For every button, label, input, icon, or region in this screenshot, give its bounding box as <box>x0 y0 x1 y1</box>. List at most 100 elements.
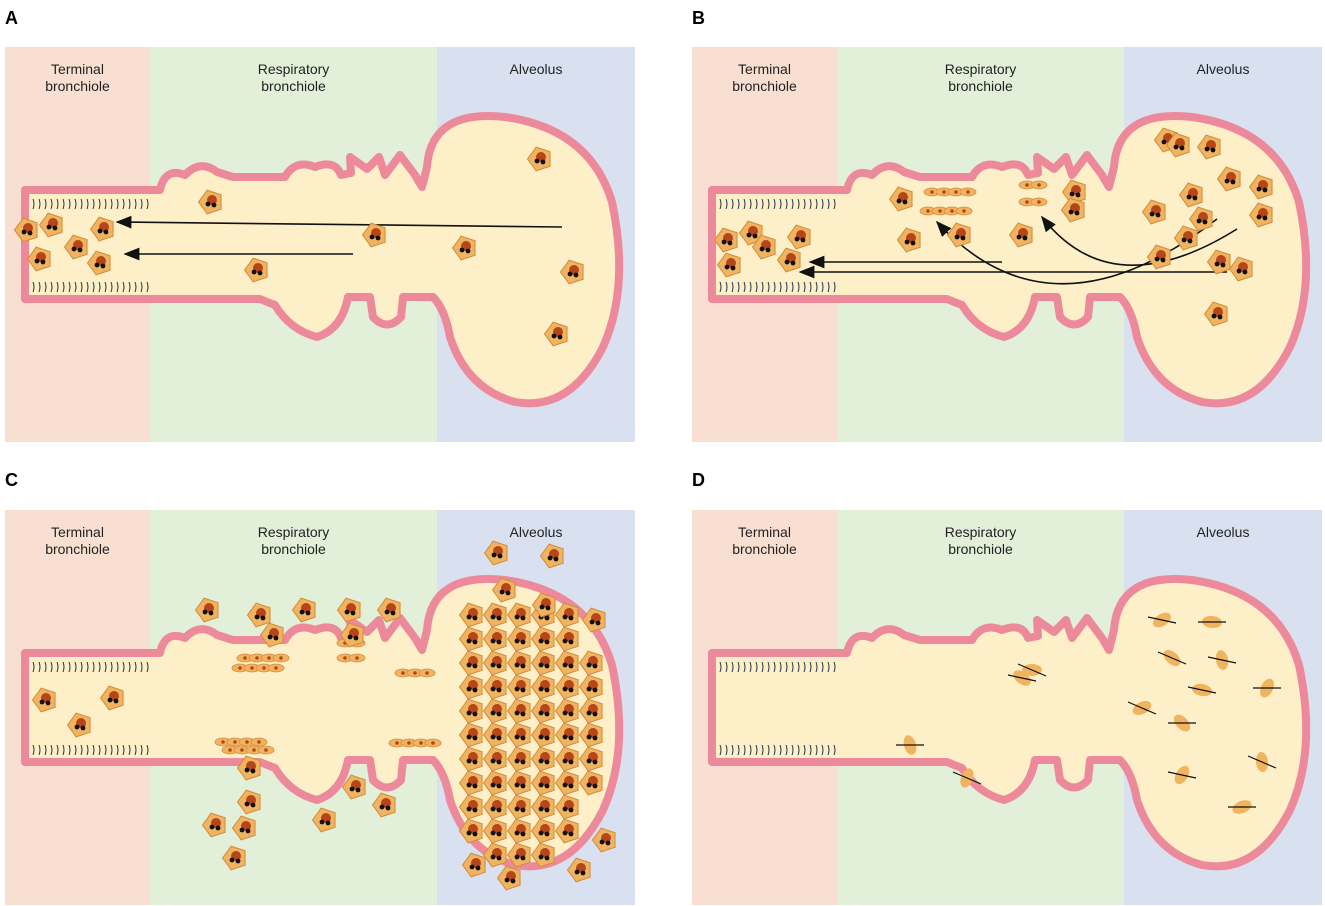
macrophage-cell <box>458 722 483 748</box>
macrophage-cell <box>13 217 38 243</box>
particle-dot <box>580 870 586 876</box>
particle-dot <box>592 783 598 789</box>
panel-label-d: D <box>692 470 705 490</box>
particle-dot <box>1217 314 1223 320</box>
particle-dot <box>544 855 550 861</box>
cilia <box>32 661 149 756</box>
particle-dot <box>538 830 544 836</box>
cilium <box>128 744 131 756</box>
particle-dot <box>254 614 260 620</box>
macrophage-cell <box>482 842 507 868</box>
macrophage-cell <box>461 852 486 878</box>
macrophage-cell <box>311 807 336 833</box>
cilium <box>725 744 728 756</box>
terminal-bronchiole-label: Terminal bronchiole <box>45 61 110 94</box>
particle-dot <box>902 199 908 205</box>
cilium <box>809 198 812 210</box>
cilium <box>140 744 143 756</box>
particle-dot <box>544 831 550 837</box>
macrophage-cell <box>530 722 555 748</box>
particle-dot <box>586 782 592 788</box>
fiber-line <box>1167 771 1197 779</box>
particle-dot <box>466 710 472 716</box>
particle-dot <box>514 758 520 764</box>
cilium <box>110 198 113 210</box>
macrophage-cell <box>1178 182 1203 208</box>
particle-dot <box>267 634 273 640</box>
respiratory-bronchiole-label: Respiratory bronchiole <box>944 61 1017 94</box>
cilium <box>725 281 728 293</box>
particle-dot <box>790 260 796 266</box>
cilium <box>38 661 41 673</box>
cilium <box>122 198 125 210</box>
particle-dot <box>74 724 80 730</box>
particle-dot <box>1210 147 1216 153</box>
cilium <box>797 744 800 756</box>
alveolus-label: Alveolus <box>509 61 563 77</box>
cilium <box>98 744 101 756</box>
particle-dot <box>496 615 502 621</box>
cilium <box>731 198 734 210</box>
cell-nucleus <box>228 748 232 752</box>
particle-dot <box>466 638 472 644</box>
particle-dot <box>520 855 526 861</box>
macrophage-cell <box>530 626 555 652</box>
particle-dot <box>1181 237 1187 243</box>
particle-dot <box>1214 261 1220 267</box>
macrophage-cell <box>554 794 579 820</box>
particle-dot <box>40 259 46 265</box>
cilium <box>815 744 818 756</box>
particle-dot <box>379 804 385 810</box>
aggregated-cell-cluster <box>336 653 366 663</box>
particle-dot <box>260 615 266 621</box>
macrophage-cells <box>31 540 616 891</box>
particle-dot <box>514 614 520 620</box>
cilium <box>737 744 740 756</box>
particle-dot <box>784 259 790 265</box>
particle-dot <box>496 831 502 837</box>
macrophage-cell <box>1141 199 1166 225</box>
cilium <box>731 281 734 293</box>
cell-nucleus <box>262 666 266 670</box>
particle-dot <box>568 735 574 741</box>
macrophage-cell <box>530 818 555 844</box>
cilia <box>32 198 149 293</box>
particle-dot <box>100 263 106 269</box>
macrophage-cell <box>506 746 531 772</box>
particle-dot <box>490 854 496 860</box>
macrophage-cell <box>578 746 603 772</box>
macrophage-cell <box>578 698 603 724</box>
cilium <box>62 661 65 673</box>
cell-nucleus <box>240 748 244 752</box>
particle-dot <box>510 878 516 884</box>
particle-dot <box>490 758 496 764</box>
cell-nucleus <box>413 671 417 675</box>
macrophage-cell <box>231 815 256 841</box>
cilia <box>719 198 836 293</box>
macrophage-cells <box>713 127 1273 327</box>
particle-dot <box>752 233 758 239</box>
cell-nucleus <box>950 209 954 213</box>
particle-dot <box>466 758 472 764</box>
macrophage-cell <box>716 252 741 278</box>
macrophage-cell <box>201 812 226 838</box>
cell-nucleus <box>257 740 261 744</box>
cilium <box>146 198 149 210</box>
macrophage-cell <box>946 222 971 248</box>
particle-dot <box>538 758 544 764</box>
particle-dot <box>573 272 579 278</box>
macrophage-cell <box>1206 249 1231 275</box>
particle-dot <box>208 610 214 616</box>
macrophage-cell <box>86 250 111 276</box>
cilium <box>779 281 782 293</box>
alveolus-label: Alveolus <box>1196 61 1250 77</box>
cilium <box>140 281 143 293</box>
macrophage-cell <box>1196 134 1221 160</box>
particle-dot <box>562 638 568 644</box>
cilium <box>773 744 776 756</box>
macrophage-cell <box>531 592 556 618</box>
particle-dot <box>251 269 257 275</box>
cilium <box>779 198 782 210</box>
macrophage-cell <box>371 792 396 818</box>
cilium <box>134 661 137 673</box>
